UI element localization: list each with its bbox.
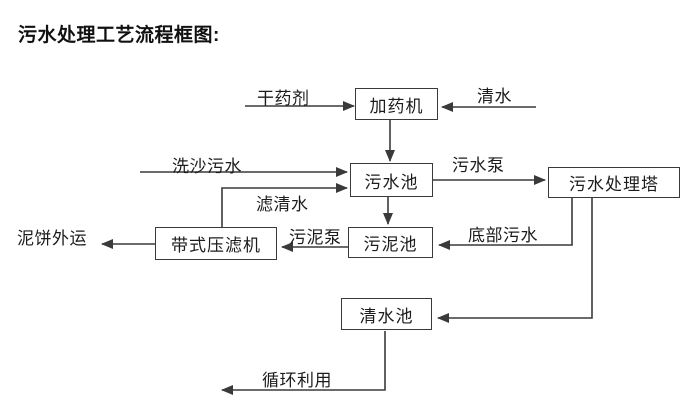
node-sludge-pool: 污泥池 — [348, 227, 433, 258]
flow-label-sludge-pump: 污泥泵 — [289, 228, 342, 247]
flow-label-mud-cake-out: 泥饼外运 — [17, 229, 87, 248]
node-clear-water-pool: 清水池 — [341, 298, 432, 330]
flow-label-clean-water: 清水 — [477, 87, 512, 106]
node-sewage-treatment-tower: 污水处理塔 — [548, 167, 680, 198]
flow-label-bottom-sewage: 底部污水 — [468, 226, 538, 245]
flow-label-filtered-water: 滤清水 — [256, 195, 309, 214]
flow-label-sand-washing-sewage: 洗沙污水 — [172, 157, 242, 176]
node-dosing-machine: 加药机 — [355, 88, 438, 120]
flow-label-recycle-use: 循环利用 — [262, 371, 332, 390]
node-belt-filter-press: 带式压滤机 — [155, 227, 277, 260]
node-sewage-pool: 污水池 — [350, 163, 433, 197]
arrow-filtered-water-press-to-sewage-pool — [221, 183, 348, 227]
arrow-recycle-use-out — [221, 331, 386, 395]
flow-label-sewage-pump: 污水泵 — [452, 156, 505, 175]
arrow-tower-to-clear-water-pool — [437, 198, 593, 323]
diagram-title: 污水处理工艺流程框图: — [18, 25, 220, 46]
arrow-bottom-sewage-tower-to-sludge-pool — [438, 198, 573, 250]
flow-label-dry-agent: 干药剂 — [257, 89, 310, 108]
